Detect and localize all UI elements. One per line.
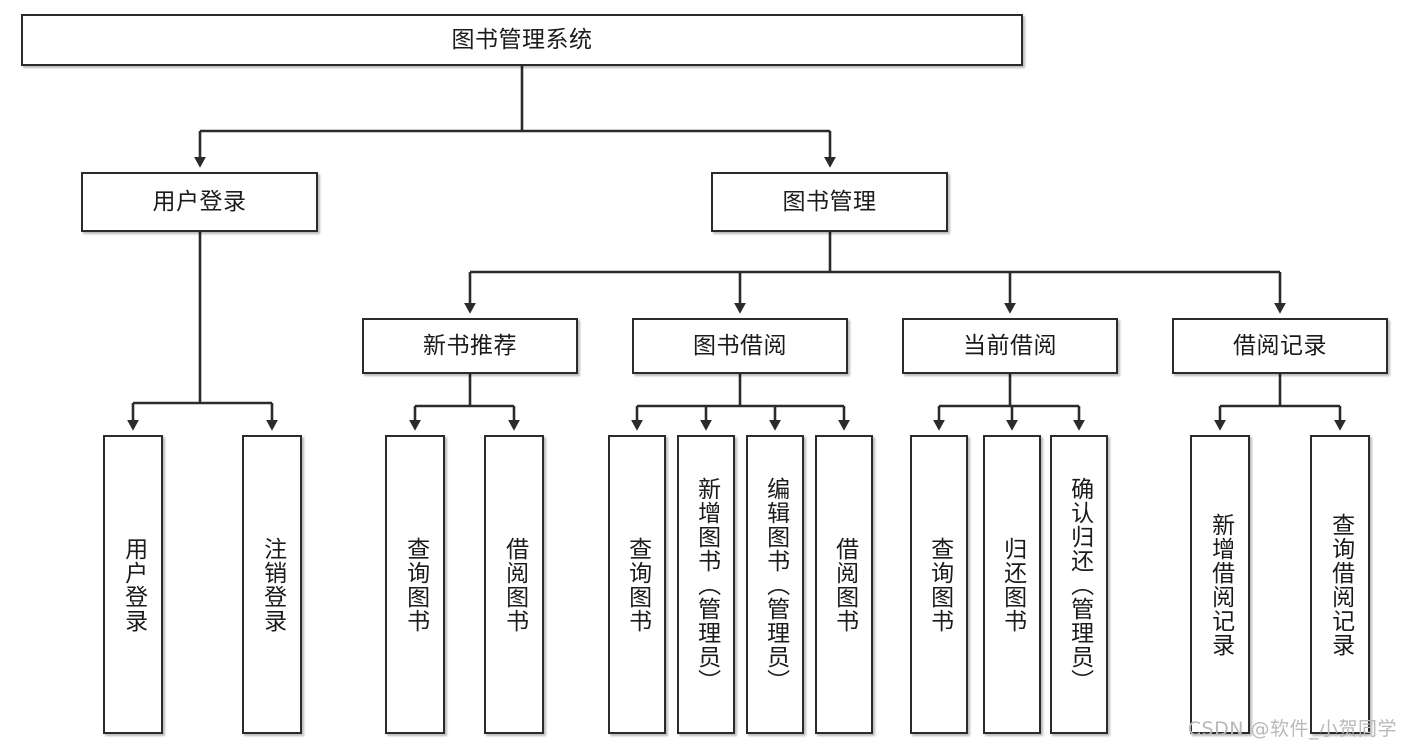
node-leaf-add-borrow-record[interactable]: 新增借阅记录	[1190, 435, 1250, 734]
node-label: 图书管理系统	[451, 26, 593, 53]
csdn-watermark: CSDN @软件_小贺同学	[1187, 718, 1397, 740]
node-leaf-query-books-borrow[interactable]: 查询图书	[608, 435, 666, 734]
node-leaf-query-books-recommend[interactable]: 查询图书	[385, 435, 445, 734]
node-leaf-return-books[interactable]: 归还图书	[983, 435, 1041, 734]
node-book-management[interactable]: 图书管理	[711, 172, 948, 232]
node-label: 新书推荐	[423, 332, 517, 359]
node-user-login[interactable]: 用户登录	[81, 172, 318, 232]
node-leaf-logout[interactable]: 注销登录	[242, 435, 302, 734]
node-label: 新增图书（管理员）	[693, 476, 720, 693]
node-label: 用户登录	[152, 188, 247, 215]
node-leaf-confirm-return-admin[interactable]: 确认归还（管理员）	[1050, 435, 1108, 734]
node-label: 用户登录	[120, 536, 147, 633]
node-leaf-query-books-current[interactable]: 查询图书	[910, 435, 968, 734]
node-label: 借阅图书	[501, 536, 528, 633]
node-current-borrowing[interactable]: 当前借阅	[902, 318, 1118, 374]
node-label: 确认归还（管理员）	[1066, 476, 1093, 693]
node-label: 当前借阅	[963, 332, 1057, 359]
node-leaf-add-book-admin[interactable]: 新增图书（管理员）	[677, 435, 735, 734]
node-label: 图书借阅	[693, 332, 787, 359]
node-label: 借阅图书	[831, 536, 858, 633]
node-leaf-borrow-books[interactable]: 借阅图书	[815, 435, 873, 734]
node-label: 查询图书	[624, 536, 651, 633]
node-label: 借阅记录	[1233, 332, 1327, 359]
node-label: 注销登录	[259, 536, 286, 633]
node-label: 归还图书	[999, 536, 1026, 633]
node-leaf-edit-book-admin[interactable]: 编辑图书（管理员）	[746, 435, 804, 734]
node-label: 新增借阅记录	[1207, 512, 1234, 657]
node-book-borrowing[interactable]: 图书借阅	[632, 318, 848, 374]
node-root-system[interactable]: 图书管理系统	[21, 14, 1023, 66]
node-new-book-recommendation[interactable]: 新书推荐	[362, 318, 578, 374]
node-label: 编辑图书（管理员）	[762, 476, 789, 693]
node-label: 查询借阅记录	[1327, 512, 1354, 657]
node-label: 查询图书	[402, 536, 429, 633]
node-leaf-borrow-books-recommend[interactable]: 借阅图书	[484, 435, 544, 734]
node-label: 查询图书	[926, 536, 953, 633]
node-leaf-query-borrow-record[interactable]: 查询借阅记录	[1310, 435, 1370, 734]
node-leaf-user-login[interactable]: 用户登录	[103, 435, 163, 734]
node-label: 图书管理	[782, 188, 877, 215]
node-borrow-records[interactable]: 借阅记录	[1172, 318, 1388, 374]
